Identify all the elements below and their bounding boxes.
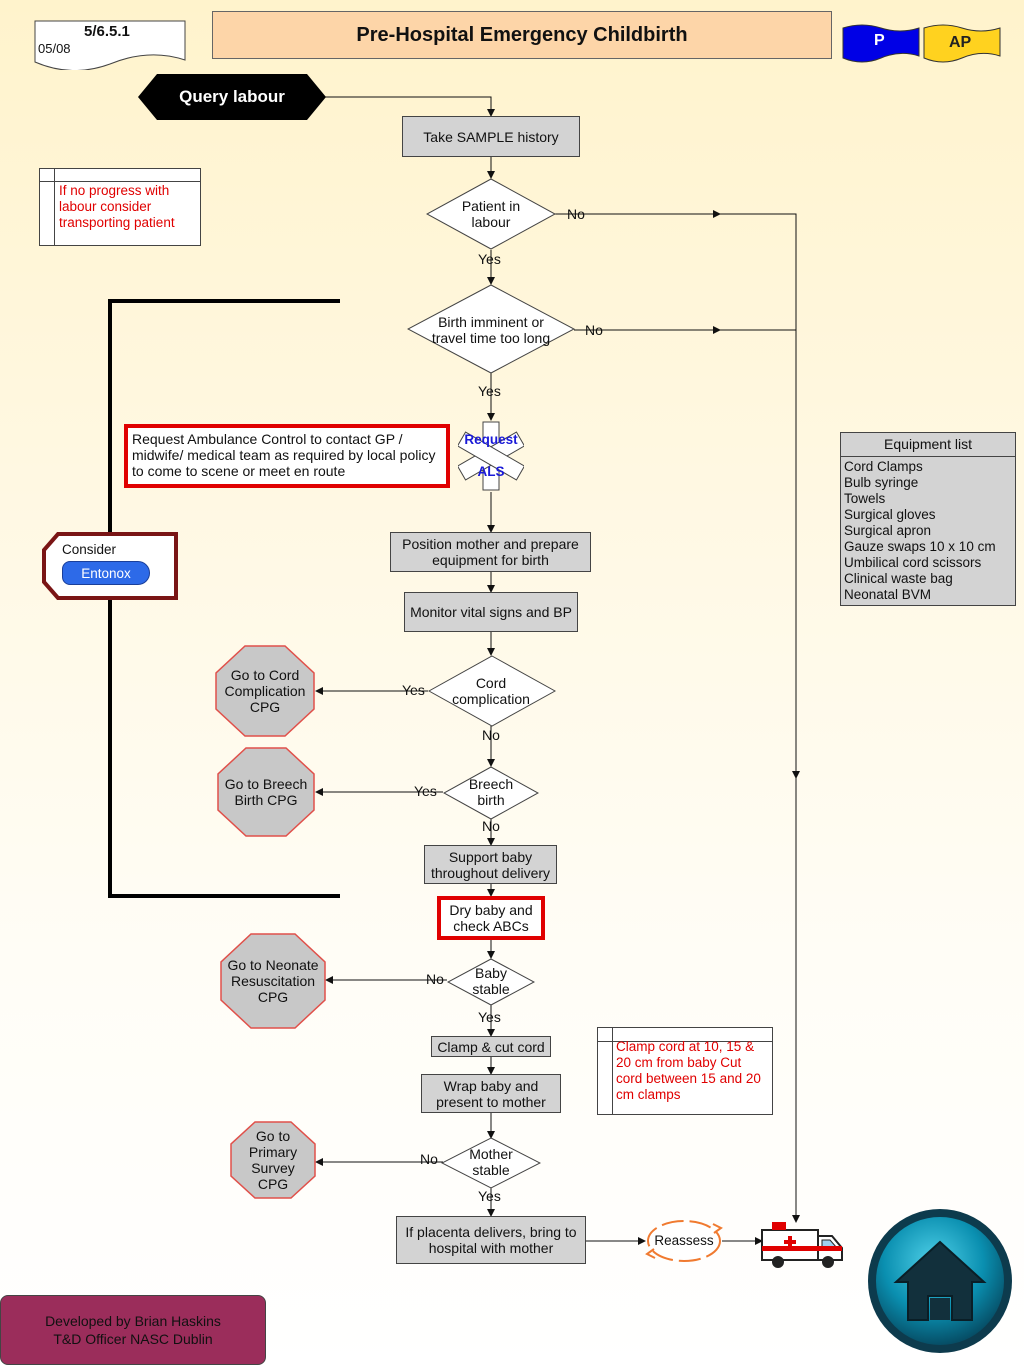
dry-baby-check-abcs: Dry baby and check ABCs (437, 896, 545, 940)
equipment-item: Cord Clamps (844, 459, 923, 474)
hexagon-shape (138, 74, 326, 120)
doc-code: 5/6.5.1 (84, 23, 130, 40)
start-query-labour: Query labour (137, 73, 327, 121)
octagon-shape (220, 933, 326, 1029)
note-divider-v (54, 169, 55, 245)
clamp-cord-note: Clamp cord at 10, 15 & 20 cm from baby C… (597, 1027, 773, 1115)
equipment-items: Cord Clamps Bulb syringe Towels Surgical… (844, 459, 996, 603)
request-als-bottom: ALS (477, 464, 505, 479)
breech-no-label: No (482, 818, 500, 834)
badge-ap-label: AP (949, 34, 972, 51)
request-als-top: Request (464, 432, 518, 447)
equipment-item: Surgical gloves (844, 507, 936, 522)
star-of-life-icon (458, 421, 524, 491)
exit-neonate-label: Go to Neonate Resuscitation CPG (227, 957, 319, 1005)
exit-breech-label: Go to Breech Birth CPG (224, 776, 308, 808)
request-ambulance-note: Request Ambulance Control to contact GP … (124, 424, 450, 488)
reassess-label: Reassess (654, 1233, 714, 1248)
entonox-label: Entonox (81, 565, 131, 581)
cord-yes-label: Yes (402, 682, 425, 698)
baby-stable-no-label: No (426, 971, 444, 987)
no-progress-note: If no progress with labour consider tran… (39, 168, 201, 246)
start-label: Query labour (179, 87, 285, 106)
clamp-note-text: Clamp cord at 10, 15 & 20 cm from baby C… (616, 1039, 761, 1102)
decision-baby-stable: Baby stable (472, 965, 510, 997)
page-title-text: Pre-Hospital Emergency Childbirth (356, 23, 688, 46)
developer-credit: Developed by Brian Haskins T&D Officer N… (0, 1295, 266, 1365)
doc-date: 05/08 (38, 41, 71, 56)
equipment-item: Bulb syringe (844, 475, 919, 490)
home-icon (868, 1209, 1012, 1353)
equipment-list: Equipment list Cord Clamps Bulb syringe … (840, 432, 1016, 606)
request-ambulance-text: Request Ambulance Control to contact GP … (132, 431, 436, 479)
mother-stable-no-label: No (420, 1151, 438, 1167)
equipment-item: Neonatal BVM (844, 587, 932, 602)
developer-credit-text: Developed by Brian Haskins T&D Officer N… (45, 1313, 221, 1347)
no-progress-text: If no progress with labour consider tran… (59, 183, 175, 230)
decision-mother-stable-shape (441, 1137, 541, 1189)
monitor-vital-signs: Monitor vital signs and BP (404, 592, 578, 632)
exit-primary-survey[interactable]: Go to Primary Survey CPG (230, 1121, 316, 1199)
equipment-item: Towels (844, 491, 886, 506)
home-button[interactable] (866, 1206, 1014, 1356)
badge-p-label: P (874, 32, 885, 49)
exit-cord-complication[interactable]: Go to Cord Complication CPG (215, 645, 315, 737)
exit-neonate-resuscitation[interactable]: Go to Neonate Resuscitation CPG (220, 933, 326, 1029)
octagon-shape (215, 645, 315, 737)
clamp-cut-cord: Clamp & cut cord (431, 1036, 551, 1057)
take-sample-history: Take SAMPLE history (402, 116, 580, 157)
equipment-item: Umbilical cord scissors (844, 555, 982, 570)
page-title: Pre-Hospital Emergency Childbirth (212, 11, 832, 59)
badge-p: P (842, 22, 920, 64)
decision-breech-shape (443, 766, 539, 820)
octagon-shape (230, 1121, 316, 1199)
reassess-symbol: Reassess (643, 1214, 725, 1268)
badge-ap: AP (923, 22, 1001, 64)
mother-stable-yes-label: Yes (478, 1188, 501, 1204)
wrap-baby: Wrap baby and present to mother (421, 1074, 561, 1113)
decision-cord-complication: Cord complication (452, 675, 530, 707)
equipment-item: Surgical apron (844, 523, 932, 538)
decision-mother-stable: Mother stable (469, 1146, 513, 1178)
exit-cord-label: Go to Cord Complication CPG (224, 667, 306, 715)
request-als-symbol: Request ALS (458, 420, 524, 492)
decision-breech-birth: Breech birth (468, 776, 514, 808)
note-divider-h (40, 181, 200, 182)
decision-baby-stable-shape (447, 958, 535, 1006)
support-baby: Support baby throughout delivery (424, 845, 557, 884)
consider-label: Consider (62, 542, 117, 557)
equipment-list-title: Equipment list (841, 433, 1015, 457)
consider-entonox: Consider Entonox (42, 532, 178, 600)
reassess-cycle-icon (645, 1220, 723, 1262)
doc-code-tag: 5/6.5.1 05/08 (34, 20, 186, 70)
clamp-note-divider-h (598, 1041, 772, 1042)
equipment-item: Clinical waste bag (844, 571, 953, 586)
placenta-step: If placenta delivers, bring to hospital … (396, 1216, 586, 1264)
baby-stable-yes-label: Yes (478, 1009, 501, 1025)
entonox-cylinder-icon: Entonox (62, 561, 150, 585)
in-labour-no-label: No (567, 206, 585, 222)
cord-no-label: No (482, 727, 500, 743)
exit-breech-birth[interactable]: Go to Breech Birth CPG (217, 747, 315, 837)
in-labour-yes-label: Yes (478, 251, 501, 267)
breech-yes-label: Yes (414, 783, 437, 799)
imminent-yes-label: Yes (478, 383, 501, 399)
decision-in-labour: Patient in labour (461, 198, 521, 230)
position-mother: Position mother and prepare equipment fo… (390, 532, 591, 572)
imminent-no-label: No (585, 322, 603, 338)
clamp-note-divider-v (612, 1028, 613, 1114)
decision-in-labour-shape (426, 178, 556, 250)
decision-cord-shape (428, 655, 556, 727)
decision-birth-imminent: Birth imminent or travel time too long (431, 314, 551, 346)
flag-p-shape (842, 24, 920, 63)
octagon-shape (217, 747, 315, 837)
ambulance-graphic (761, 1222, 843, 1268)
exit-primary-label: Go to Primary Survey CPG (248, 1128, 298, 1192)
flag-ap-shape (923, 24, 1001, 63)
doc-tag-shape (34, 20, 186, 70)
equipment-item: Gauze swaps 10 x 10 cm (844, 539, 996, 554)
ambulance-icon (760, 1216, 846, 1272)
decision-imminent-shape (407, 284, 575, 374)
